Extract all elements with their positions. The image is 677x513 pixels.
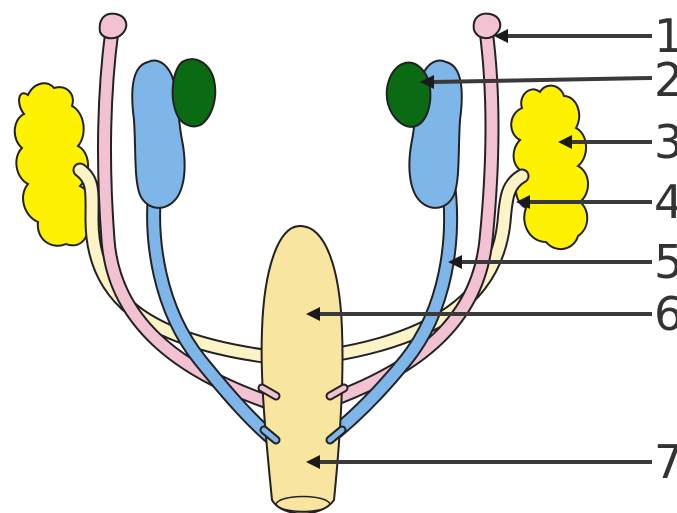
label-7: 7 (654, 435, 677, 489)
left-pink-duct-tip (100, 14, 127, 39)
label-2: 2 (654, 53, 677, 107)
label-5: 5 (654, 235, 677, 289)
label-3: 3 (654, 115, 677, 169)
central-organ (262, 226, 343, 513)
label-6: 6 (654, 287, 677, 341)
leader-line-7 (306, 455, 652, 469)
leader-line-1 (494, 29, 652, 43)
right-yellow-organ (511, 86, 588, 250)
right-pink-duct-tip (474, 14, 501, 38)
right-green-organ (387, 63, 431, 127)
label-4: 4 (654, 175, 677, 229)
leader-line-6 (306, 307, 652, 321)
left-green-organ (173, 59, 216, 126)
